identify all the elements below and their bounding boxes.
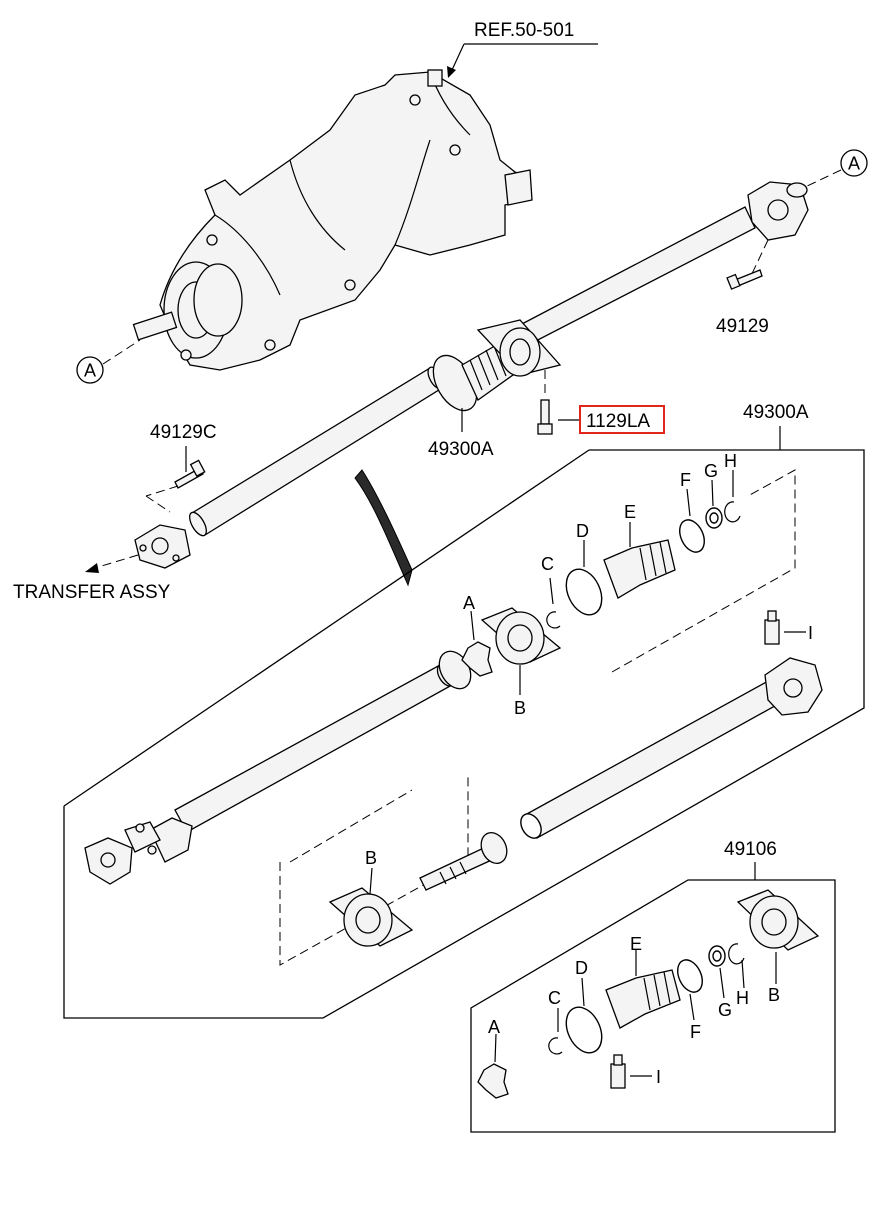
upper-label-g: G [704, 461, 718, 481]
lower-label-a: A [488, 1017, 500, 1037]
ref-callout[interactable]: REF.50-501 [447, 20, 598, 78]
exploded-view-arrow [354, 469, 413, 587]
exploded-box-49106 [470, 879, 836, 1133]
marker-a-top-label: A [848, 154, 860, 174]
part-number-49129[interactable]: 49129 [716, 316, 769, 337]
part-number-49300a-mid[interactable]: 49300A [428, 439, 494, 460]
exploded-upper-parts: A B C D E F G H I [461, 451, 813, 718]
lower-label-c: C [548, 988, 561, 1008]
transfer-assy-callout[interactable]: TRANSFER ASSY [13, 554, 171, 603]
part-a-dust-cover [461, 641, 493, 677]
transmission-housing [132, 69, 533, 371]
exploded-middle-bearing: B [328, 848, 414, 947]
part-49300a-top-callout[interactable]: 49300A [743, 402, 809, 450]
exploded-box-49300a [63, 449, 865, 1019]
reference-marker-a-top: A [802, 149, 868, 189]
exploded-rear-tube [520, 657, 823, 839]
reference-marker-a-left: A [76, 339, 141, 384]
part-number-1129la[interactable]: 1129LA [586, 411, 650, 432]
part-number-49129c[interactable]: 49129C [150, 422, 217, 443]
part-49129-callout[interactable]: 49129 [716, 239, 769, 337]
exploded-front-shaft [84, 650, 472, 885]
upper-label-i: I [808, 623, 813, 643]
upper-label-h: H [724, 451, 737, 471]
lower-label-d: D [575, 958, 588, 978]
marker-a-left-label: A [84, 361, 96, 381]
upper-label-c: C [541, 554, 554, 574]
lower-label-h: H [736, 988, 749, 1008]
upper-label-e: E [624, 502, 636, 522]
upper-label-b: B [514, 698, 526, 718]
lower-label-e: E [630, 934, 642, 954]
lower-label-b: B [768, 985, 780, 1005]
upper-label-f: F [680, 470, 691, 490]
upper-label-d: D [576, 521, 589, 541]
exploded-stub-shaft [419, 831, 508, 891]
ref-label[interactable]: REF.50-501 [474, 20, 574, 41]
part-49106-callout[interactable]: 49106 [724, 839, 777, 880]
part-number-49300a-top[interactable]: 49300A [743, 402, 809, 423]
transfer-assy-label[interactable]: TRANSFER ASSY [13, 582, 171, 603]
upper-label-a: A [463, 593, 475, 613]
highlight-box-1129la [579, 405, 665, 434]
part-49129c-callout[interactable]: 49129C [145, 422, 217, 513]
lower-label-f: F [690, 1022, 701, 1042]
part-1129la-callout[interactable]: 1129LA [537, 370, 665, 435]
lower-label-i: I [656, 1067, 661, 1087]
propeller-shaft-assembly [134, 181, 809, 569]
mid-label-b: B [365, 848, 377, 868]
part-number-49106[interactable]: 49106 [724, 839, 777, 860]
part-49300a-mid-callout[interactable]: 49300A [428, 408, 494, 460]
lower-label-g: G [718, 1000, 732, 1020]
exploded-lower-parts: A B C D E F G H I [477, 889, 820, 1099]
